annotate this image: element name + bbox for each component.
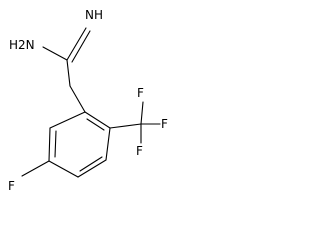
atom-label-cf3-fluorine-right: F (161, 117, 168, 131)
molecule-structure: NH H2N F F F F (8, 8, 168, 193)
bond-ring-c4-c5 (48, 160, 79, 178)
bond-ring-c1-c2 (84, 111, 111, 129)
bond-ring-c5-c6 (48, 127, 51, 162)
bond-ring-c6-c1 (49, 111, 86, 129)
atom-labels: NH H2N F F F F (8, 8, 168, 193)
atom-label-cf3-fluorine-bottom: F (136, 144, 143, 158)
atom-label-ring-fluorine: F (8, 179, 15, 193)
bond-ring-cf3 (109, 123, 142, 129)
bond-ring-c2-c3 (105, 127, 111, 161)
bond-ring-inner-2 (79, 156, 103, 172)
bond-ring-inner-3 (54, 130, 57, 158)
atom-label-cf3-fluorine-top: F (137, 86, 144, 100)
bond-ring-c3-c4 (77, 159, 107, 178)
atom-label-imine: NH (85, 8, 103, 22)
bond-ch2-ring (69, 85, 86, 113)
bond-ring-inner-1 (86, 118, 105, 131)
bond-c-n-imine-1 (66, 27, 87, 61)
bond-cf3-f1 (140, 101, 144, 125)
bond-c-n-amine (42, 46, 68, 61)
bond-c-n-imine-2 (71, 30, 91, 63)
bond-ring-f (21, 160, 50, 177)
bonds (21, 27, 161, 178)
atom-label-amine: H2N (9, 38, 35, 52)
bond-c-ch2 (66, 59, 71, 87)
